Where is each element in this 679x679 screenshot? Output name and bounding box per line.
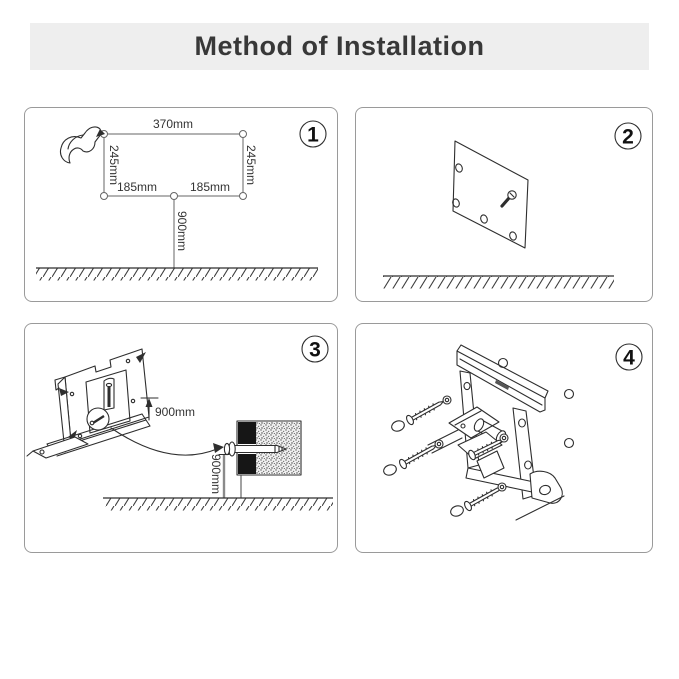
step-1-badge: 1	[299, 120, 327, 148]
dim-245mm-right: 245mm	[244, 145, 258, 185]
dim-185mm-left: 185mm	[117, 180, 157, 194]
floor-line	[36, 267, 318, 281]
step-3-badge: 3	[301, 335, 329, 363]
screw-3	[468, 433, 509, 461]
arrow-left	[59, 388, 69, 396]
height-callout: 900mm	[140, 397, 195, 421]
step-4-badge: 4	[615, 343, 643, 371]
drill-template-rectangle	[100, 130, 247, 268]
wall-bracket-drawing	[26, 348, 151, 459]
dim-900mm: 900mm	[175, 211, 189, 251]
floor-line	[383, 275, 614, 289]
step-3-number: 3	[309, 339, 321, 362]
wall-plate-drawing	[452, 140, 529, 249]
wall-anchor-detail: 900mm	[209, 420, 302, 498]
step-2-badge: 2	[614, 122, 642, 150]
step-1-number: 1	[307, 124, 319, 147]
screw-icon	[500, 190, 517, 208]
dim-245mm-left: 245mm	[107, 145, 121, 185]
dim-900mm-floor: 900mm	[209, 454, 223, 494]
screw-1	[391, 395, 452, 432]
mounting-frame-drawing	[427, 344, 565, 521]
dim-370mm: 370mm	[153, 117, 193, 131]
zoom-arrow	[110, 427, 224, 456]
step-1-diagram: 1 370mm 245mm 245mm 185mm 185mm 900mm	[36, 117, 327, 281]
marker-pen-icon	[59, 126, 105, 164]
dim-185mm-right: 185mm	[190, 180, 230, 194]
step-2-number: 2	[622, 126, 634, 149]
step-2-panel: 2	[355, 107, 653, 302]
dim-900mm-bracket: 900mm	[155, 405, 195, 419]
screw-4	[450, 482, 507, 517]
page-header: Method of Installation	[30, 23, 649, 70]
floor-line	[103, 497, 333, 511]
arrow-top-right	[136, 352, 146, 363]
step-3-panel: 3	[24, 323, 338, 553]
step-3-diagram: 3	[26, 335, 333, 511]
anchor-screw	[223, 441, 287, 457]
step-4-panel: 4	[355, 323, 653, 553]
wall-holes	[497, 357, 575, 449]
screw-2	[383, 439, 444, 476]
page-title: Method of Installation	[194, 31, 485, 61]
step-2-diagram: 2	[383, 122, 642, 289]
step-4-diagram: 4	[383, 343, 643, 521]
step-4-number: 4	[623, 347, 635, 370]
magnifier-icon	[86, 407, 110, 431]
dimension-labels: 370mm 245mm 245mm 185mm 185mm 900mm	[107, 117, 258, 251]
step-1-panel: 1 370mm 245mm 245mm 185mm 185mm 900mm	[24, 107, 338, 302]
